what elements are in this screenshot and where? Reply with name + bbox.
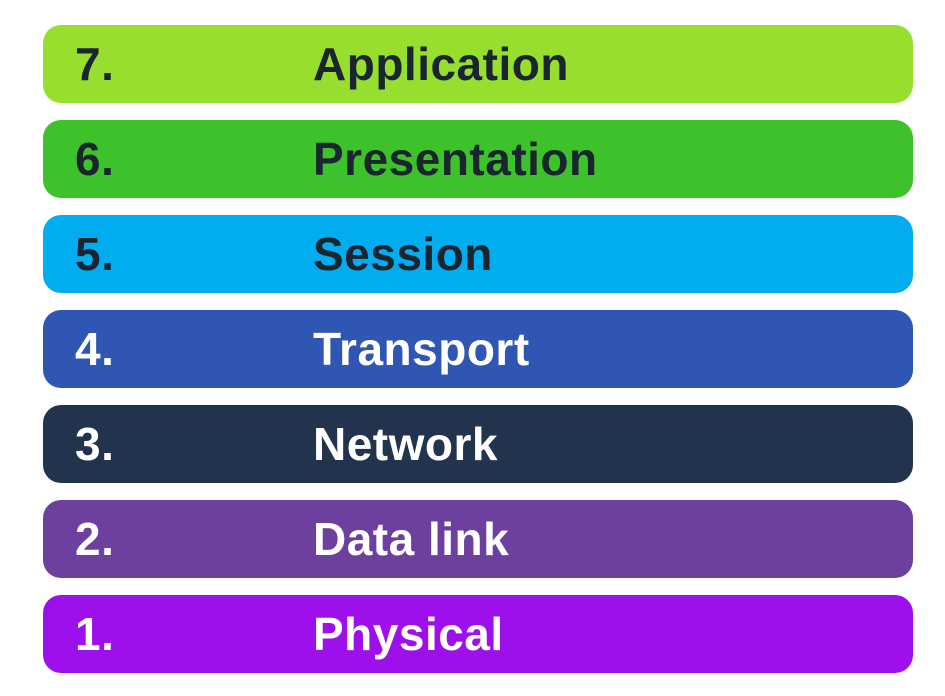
layer-number: 4. [75, 323, 115, 375]
osi-layer-application: 7. Application [43, 25, 913, 103]
layer-number: 5. [75, 228, 115, 280]
layer-number: 3. [75, 418, 115, 470]
layer-label: Data link [313, 513, 510, 565]
osi-layer-presentation: 6. Presentation [43, 120, 913, 198]
layer-label: Transport [313, 323, 530, 375]
layer-number: 2. [75, 513, 115, 565]
osi-layer-stack: 7. Application 6. Presentation 5. Session 4. Tr… [43, 25, 913, 673]
osi-layer-physical: 1. Physical [43, 595, 913, 673]
layer-label: Network [313, 418, 498, 470]
osi-layer-session: 5. Session [43, 215, 913, 293]
layer-label: Application [313, 38, 569, 90]
osi-layer-data-link: 2. Data link [43, 500, 913, 578]
osi-layer-transport: 4. Transport [43, 310, 913, 388]
layer-label: Physical [313, 608, 504, 660]
layer-number: 6. [75, 133, 115, 185]
layer-number: 7. [75, 38, 115, 90]
layer-number: 1. [75, 608, 115, 660]
layer-label: Presentation [313, 133, 598, 185]
osi-layer-network: 3. Network [43, 405, 913, 483]
layer-label: Session [313, 228, 493, 280]
